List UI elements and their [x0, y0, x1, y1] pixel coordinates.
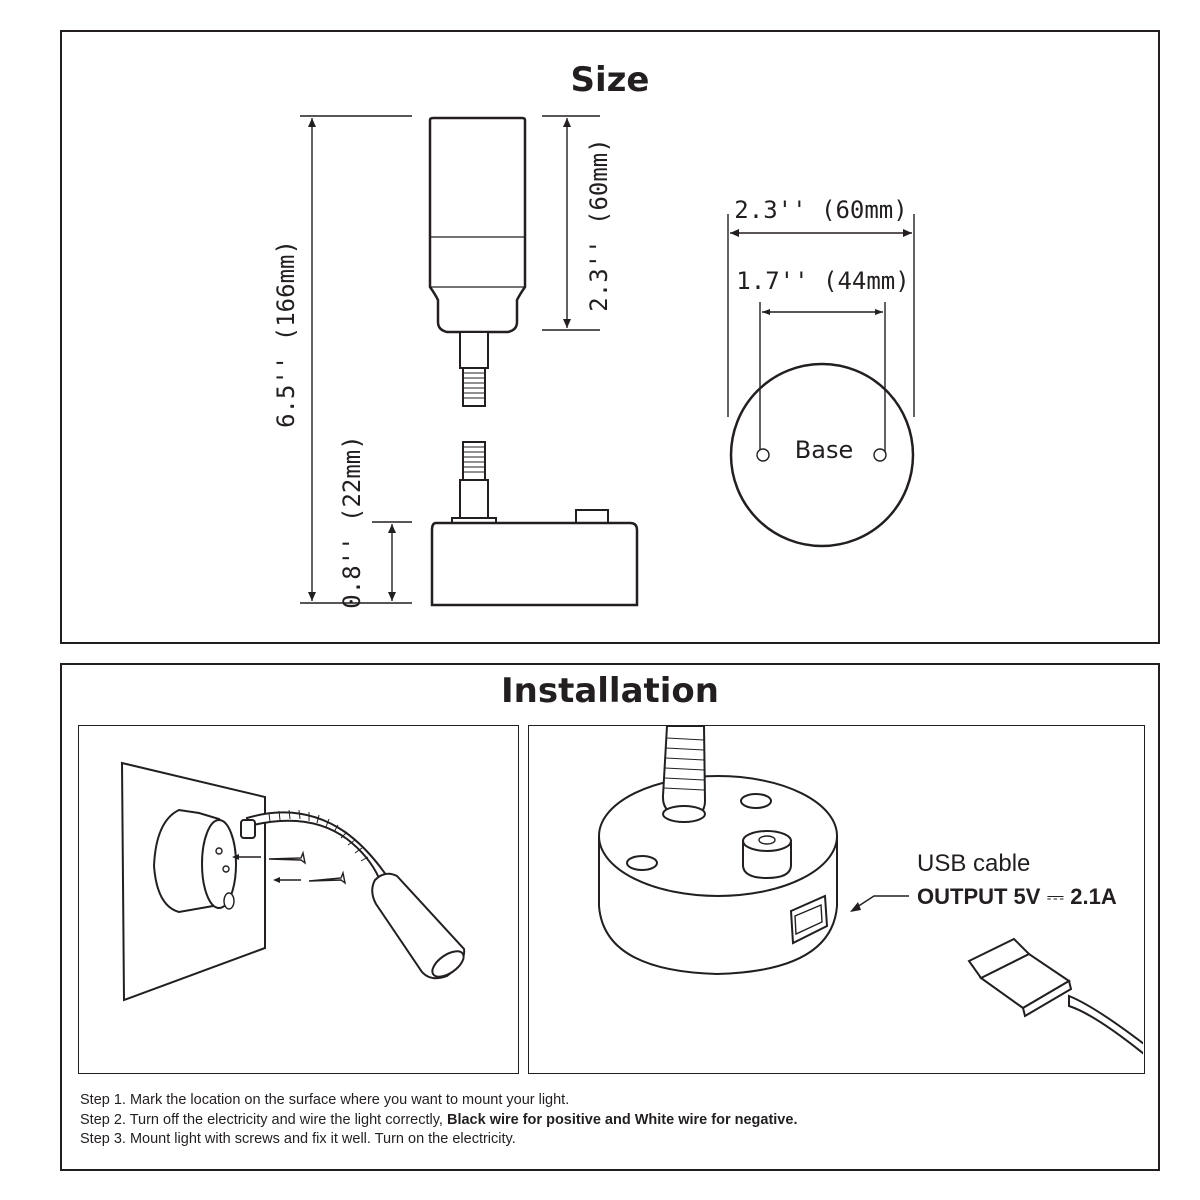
screw-2 — [308, 870, 347, 885]
base-hole-2 — [222, 865, 230, 873]
usb-plug-side — [1021, 979, 1073, 1018]
total-height-label: 6.5'' (166mm) — [272, 240, 300, 428]
size-title: Size — [570, 60, 650, 100]
usb-gooseneck-ribs — [663, 737, 705, 791]
size-panel: Size — [60, 30, 1160, 644]
head-height-label: 2.3'' (60mm) — [585, 138, 613, 311]
step-2: Step 2. Turn off the electricity and wir… — [80, 1111, 797, 1131]
usb-output-label: OUTPUT 5V ⎓ 2.1A — [917, 884, 1117, 910]
base-height-label: 0.8'' (22mm) — [338, 435, 366, 608]
gooseneck-arm — [245, 811, 394, 884]
usb-port-inner — [794, 903, 823, 936]
gooseneck-ribs-top — [464, 372, 484, 399]
base-label: Base — [795, 436, 853, 464]
base-side-view — [430, 441, 639, 607]
step-3: Step 3. Mount light with screws and fix … — [80, 1131, 516, 1147]
size-diagram: 6.5'' (166mm) 2.3'' (60mm) 0.8'' (22mm) … — [272, 115, 915, 609]
lamp-head-lens — [431, 950, 465, 978]
base-boss — [223, 892, 235, 910]
dc-symbol: ⎓ — [1046, 884, 1065, 909]
lamp-head-side-view — [428, 116, 527, 407]
hole-spacing-label: 1.7'' (44mm) — [736, 267, 909, 295]
base-top-circle — [729, 362, 915, 548]
mount-hole-right — [873, 448, 887, 462]
usb-cable-label: USB cable — [917, 850, 1031, 877]
output-voltage: OUTPUT 5V — [917, 884, 1041, 909]
usb-cable — [1068, 994, 1143, 1055]
step-2-text: Step 2. Turn off the electricity and wir… — [80, 1111, 447, 1128]
usb-plug-connector — [967, 937, 1031, 980]
wall-base-face — [201, 819, 237, 909]
step-2-bold-text: Black wire for positive and White wire f… — [446, 1111, 798, 1128]
installation-title: Installation — [500, 671, 719, 711]
wall-lamp-head — [371, 872, 466, 980]
screw-1 — [268, 850, 307, 865]
screw-hole-left — [626, 855, 658, 871]
usb-base-illustration: USB cable OUTPUT 5V ⎓ 2.1A — [528, 725, 1145, 1074]
usb-pointer-arrow — [853, 895, 909, 910]
gooseneck-texture — [268, 809, 369, 862]
arm-collar — [240, 819, 256, 839]
screw-hole-top — [740, 793, 772, 809]
output-current: 2.1A — [1070, 884, 1117, 909]
base-hole-1 — [215, 847, 223, 855]
gooseneck-ribs-bottom — [464, 446, 484, 473]
switch-knob — [758, 835, 776, 845]
gooseneck-foot — [662, 805, 706, 823]
usb-base-top — [598, 775, 838, 897]
wall-mount-illustration — [78, 725, 519, 1074]
screws — [268, 850, 347, 885]
step-1: Step 1. Mark the location on the surface… — [80, 1092, 570, 1108]
installation-panel: Installation — [60, 663, 1160, 1171]
base-diameter-label: 2.3'' (60mm) — [734, 196, 907, 224]
mount-hole-left — [756, 448, 770, 462]
installation-steps: Step 1. Mark the location on the surface… — [80, 1091, 797, 1150]
